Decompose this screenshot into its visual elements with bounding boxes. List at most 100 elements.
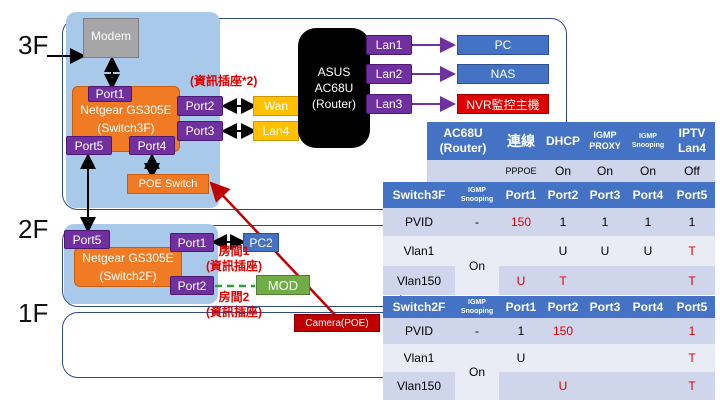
s3-vlan1-p5: T bbox=[669, 236, 715, 266]
switch2f-vlan-table: Switch2F IGMP Snooping Port1 Port2 Port3… bbox=[383, 296, 715, 400]
pc2-device: PC2 bbox=[243, 233, 279, 252]
s3-vlan150-label: Vlan150 bbox=[383, 266, 455, 295]
router-table-igmp-snooping: IGMP Snooping bbox=[627, 122, 669, 160]
switch3f-vlan-table: Switch3F IGMP Snooping Port1 Port2 Port3… bbox=[383, 182, 715, 295]
switch2f-port1: Port1 bbox=[170, 233, 214, 252]
s3-h-igmp: IGMP Snooping bbox=[455, 182, 499, 208]
s3-igmp-on: On bbox=[455, 236, 499, 295]
camera-device: Camera(POE) bbox=[294, 314, 380, 332]
room2-label: 房間2 (資訊插座) bbox=[206, 290, 262, 319]
s2-h-port2: Port2 bbox=[543, 296, 583, 318]
switch3f-name: Netgear GS305E bbox=[80, 103, 172, 117]
s3-pvid-igmp: - bbox=[455, 208, 499, 236]
router-table-conn: 連線 bbox=[499, 122, 543, 160]
modem: Modem bbox=[83, 18, 139, 58]
floor-label-2f: 2F bbox=[18, 214, 49, 244]
router-lan3-port: Lan3 bbox=[366, 94, 412, 114]
switch2f-port2: Port2 bbox=[170, 276, 214, 295]
nas-device: NAS bbox=[457, 64, 549, 84]
s3-vlan150-p3 bbox=[583, 266, 627, 295]
switch2f-port5: Port5 bbox=[64, 230, 110, 249]
router-table-title: AC68U (Router) bbox=[427, 122, 499, 160]
s2-vlan1-label: Vlan1 bbox=[383, 344, 455, 372]
s3-vlan150-p4 bbox=[627, 266, 669, 295]
s2-pvid-igmp: - bbox=[455, 318, 499, 344]
s2-vlan1-p1: U bbox=[499, 344, 543, 372]
router-lan2-port: Lan2 bbox=[366, 64, 412, 84]
switch2f-name: Netgear GS305E bbox=[82, 251, 174, 265]
router-config-table: AC68U (Router) 連線 DHCP IGMP PROXY IGMP S… bbox=[427, 122, 715, 182]
s2-vlan150-p4 bbox=[627, 372, 669, 400]
s3-vlan1-p1 bbox=[499, 236, 543, 266]
s3-h-name: Switch3F bbox=[383, 182, 455, 208]
router-table-pppoe: PPPOE bbox=[499, 160, 543, 182]
switch3f-port2: Port2 bbox=[177, 96, 223, 116]
s3-vlan1-p2: U bbox=[543, 236, 583, 266]
s3-pvid-p3: 1 bbox=[583, 208, 627, 236]
s2-h-port5: Port5 bbox=[669, 296, 715, 318]
switch2f-sub: (Switch2F) bbox=[99, 269, 157, 283]
s3-pvid-p2: 1 bbox=[543, 208, 583, 236]
s2-vlan1-p3 bbox=[583, 344, 627, 372]
mod-device: MOD bbox=[256, 275, 310, 295]
s3-vlan150-p2: T bbox=[543, 266, 583, 295]
s2-h-port4: Port4 bbox=[627, 296, 669, 318]
s3-vlan1-p3: U bbox=[583, 236, 627, 266]
router-table-dhcp-val: On bbox=[543, 160, 583, 182]
s3-vlan1-p4: U bbox=[627, 236, 669, 266]
switch2f: Netgear GS305E (Switch2F) bbox=[74, 247, 182, 287]
s2-h-port3: Port3 bbox=[583, 296, 627, 318]
router-table-cell bbox=[427, 160, 499, 182]
floor-label-3f: 3F bbox=[18, 30, 49, 60]
s3-vlan150-p5: T bbox=[669, 266, 715, 295]
s2-vlan150-p3 bbox=[583, 372, 627, 400]
router-table-iptv-val: Off bbox=[669, 160, 715, 182]
modem-label: Modem bbox=[90, 29, 131, 43]
router-table-igmp-proxy: IGMP PROXY bbox=[583, 122, 627, 160]
s2-vlan150-p1 bbox=[499, 372, 543, 400]
s2-pvid-p1: 1 bbox=[499, 318, 543, 344]
jack-3f-label: (資訊插座*2) bbox=[190, 74, 258, 88]
floor-label-1f: 1F bbox=[18, 298, 49, 328]
s2-h-igmp: IGMP Snooping bbox=[455, 296, 499, 318]
s3-h-port5: Port5 bbox=[669, 182, 715, 208]
router-lan4-port: Lan4 bbox=[253, 121, 299, 141]
router-table-iptv: IPTV Lan4 bbox=[669, 122, 715, 160]
s2-pvid-label: PVID bbox=[383, 318, 455, 344]
switch3f-port3: Port3 bbox=[177, 121, 223, 141]
router-table-proxy-val: On bbox=[583, 160, 627, 182]
s2-vlan1-p5: T bbox=[669, 344, 715, 372]
s3-pvid-p4: 1 bbox=[627, 208, 669, 236]
room1-label: 房間1 (資訊插座) bbox=[206, 244, 262, 273]
s3-vlan150-p1: U bbox=[499, 266, 543, 295]
s2-vlan1-p2 bbox=[543, 344, 583, 372]
floor-3f-frame bbox=[62, 18, 567, 210]
s3-h-port3: Port3 bbox=[583, 182, 627, 208]
s2-pvid-p5: 1 bbox=[669, 318, 715, 344]
s2-h-name: Switch2F bbox=[383, 296, 455, 318]
s2-igmp-on: On bbox=[455, 344, 499, 400]
router-lan1-port: Lan1 bbox=[366, 35, 412, 55]
s3-h-port2: Port2 bbox=[543, 182, 583, 208]
router: ASUS AC68U (Router) bbox=[298, 28, 370, 148]
switch3f-sub: (Switch3F) bbox=[97, 121, 155, 135]
switch3f-port1: Port1 bbox=[88, 86, 132, 102]
s3-h-port4: Port4 bbox=[627, 182, 669, 208]
router-table-dhcp: DHCP bbox=[543, 122, 583, 160]
switch3f-port5: Port5 bbox=[66, 136, 112, 155]
s3-pvid-p1: 150 bbox=[499, 208, 543, 236]
s3-pvid-p5: 1 bbox=[669, 208, 715, 236]
s2-pvid-p2: 150 bbox=[543, 318, 583, 344]
s2-pvid-p4 bbox=[627, 318, 669, 344]
router-wan-port: Wan bbox=[253, 96, 299, 116]
s2-vlan150-p5: T bbox=[669, 372, 715, 400]
pc-device: PC bbox=[457, 35, 549, 55]
switch3f-port4: Port4 bbox=[129, 136, 175, 155]
s3-vlan1-label: Vlan1 bbox=[383, 236, 455, 266]
s2-pvid-p3 bbox=[583, 318, 627, 344]
s3-pvid-label: PVID bbox=[383, 208, 455, 236]
nvr-device: NVR監控主機 bbox=[457, 94, 549, 114]
s2-vlan150-p2: U bbox=[543, 372, 583, 400]
router-table-snoop-val: On bbox=[627, 160, 669, 182]
s2-vlan150-label: Vlan150 bbox=[383, 372, 455, 400]
